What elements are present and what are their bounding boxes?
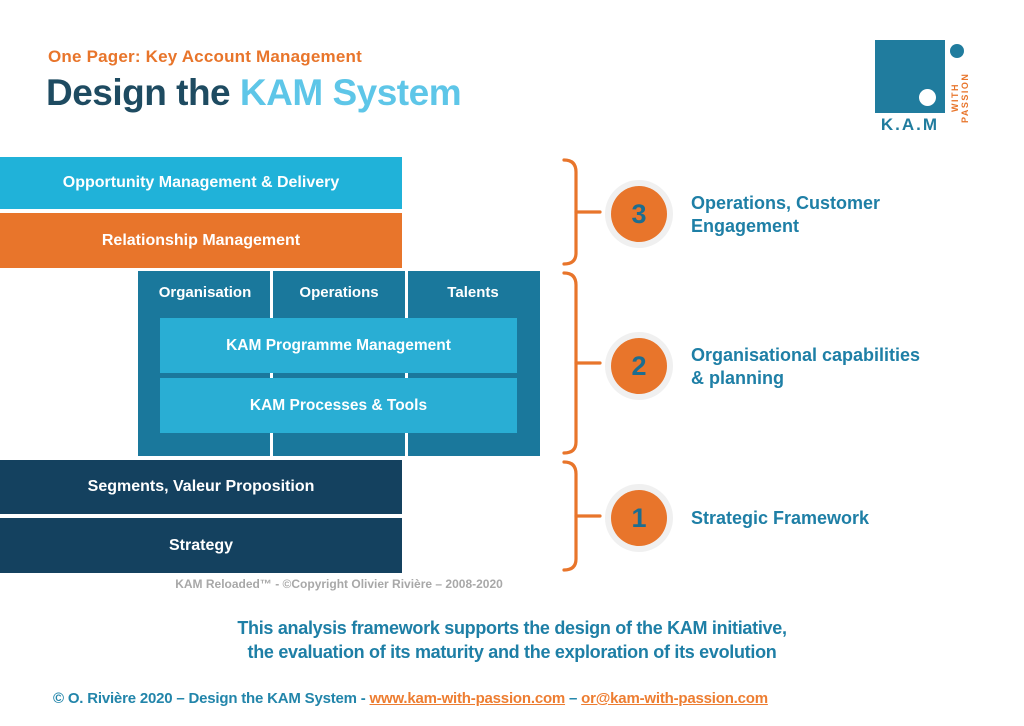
layer-label: Segments, Valeur Proposition: [87, 478, 315, 495]
legend-label-strategic-framework: Strategic Framework: [691, 508, 870, 528]
page-title-dark: Design the: [46, 72, 240, 113]
kam-logo: K.A.M WITH PASSION: [875, 40, 975, 140]
column-organisation: Organisation: [158, 283, 252, 301]
logo-dot-icon: [950, 44, 964, 58]
legend-number-3: 3: [611, 186, 667, 242]
box-kam-processes-tools: KAM Processes & Tools: [160, 378, 517, 433]
footer-website-link[interactable]: www.kam-with-passion.com: [369, 690, 566, 707]
legend-label-operations-customer-engagement: Operations, Customer Engagement: [691, 193, 881, 236]
footer-email-link[interactable]: or@kam-with-passion.com: [581, 690, 768, 707]
capability-columns: Organisation Operations Talents: [138, 271, 540, 313]
summary-line-2: the evaluation of its maturity and the e…: [247, 642, 777, 662]
page-title: Design the KAM System: [46, 72, 462, 114]
column-operations: Operations: [299, 283, 379, 301]
kicker-text: One Pager: Key Account Management: [48, 47, 362, 66]
column-talents: Talents: [447, 283, 499, 301]
layer-strategy: Strategy: [0, 518, 402, 573]
summary-line-1: This analysis framework supports the des…: [237, 618, 787, 638]
brace-level-1: [562, 459, 602, 573]
brace-level-2: [562, 270, 602, 456]
logo-name: K.A.M: [880, 115, 940, 134]
logo-square-icon: [875, 40, 945, 113]
footer-copyright: © O. Rivière 2020 – Design the KAM Syste…: [53, 690, 370, 707]
brace-level-3: [562, 157, 602, 267]
logo-tagline: WITH PASSION: [950, 72, 970, 124]
layer-segments-value-proposition: Segments, Valeur Proposition: [0, 460, 402, 514]
layer-relationship-management: Relationship Management: [0, 213, 402, 268]
layer-label: Opportunity Management & Delivery: [62, 174, 340, 191]
footer-separator: –: [565, 690, 582, 707]
summary-paragraph: This analysis framework supports the des…: [0, 616, 1024, 664]
copyright-caption: KAM Reloaded™ - ©Copyright Olivier Riviè…: [175, 577, 503, 591]
capabilities-section: Organisation Operations Talents KAM Prog…: [138, 271, 540, 456]
page-title-accent: KAM System: [239, 72, 462, 113]
layer-opportunity-management: Opportunity Management & Delivery: [0, 157, 402, 209]
box-kam-programme-management: KAM Programme Management: [160, 318, 517, 373]
legend-number-2: 2: [611, 338, 667, 394]
layer-label: Strategy: [168, 536, 234, 554]
logo-circle-icon: [919, 89, 936, 106]
legend-label-organisational-capabilities: Organisational capabilities & planning: [691, 345, 921, 388]
layer-label: Relationship Management: [101, 231, 301, 249]
legend-number-1: 1: [611, 490, 667, 546]
footer: © O. Rivière 2020 – Design the KAM Syste…: [53, 690, 768, 707]
